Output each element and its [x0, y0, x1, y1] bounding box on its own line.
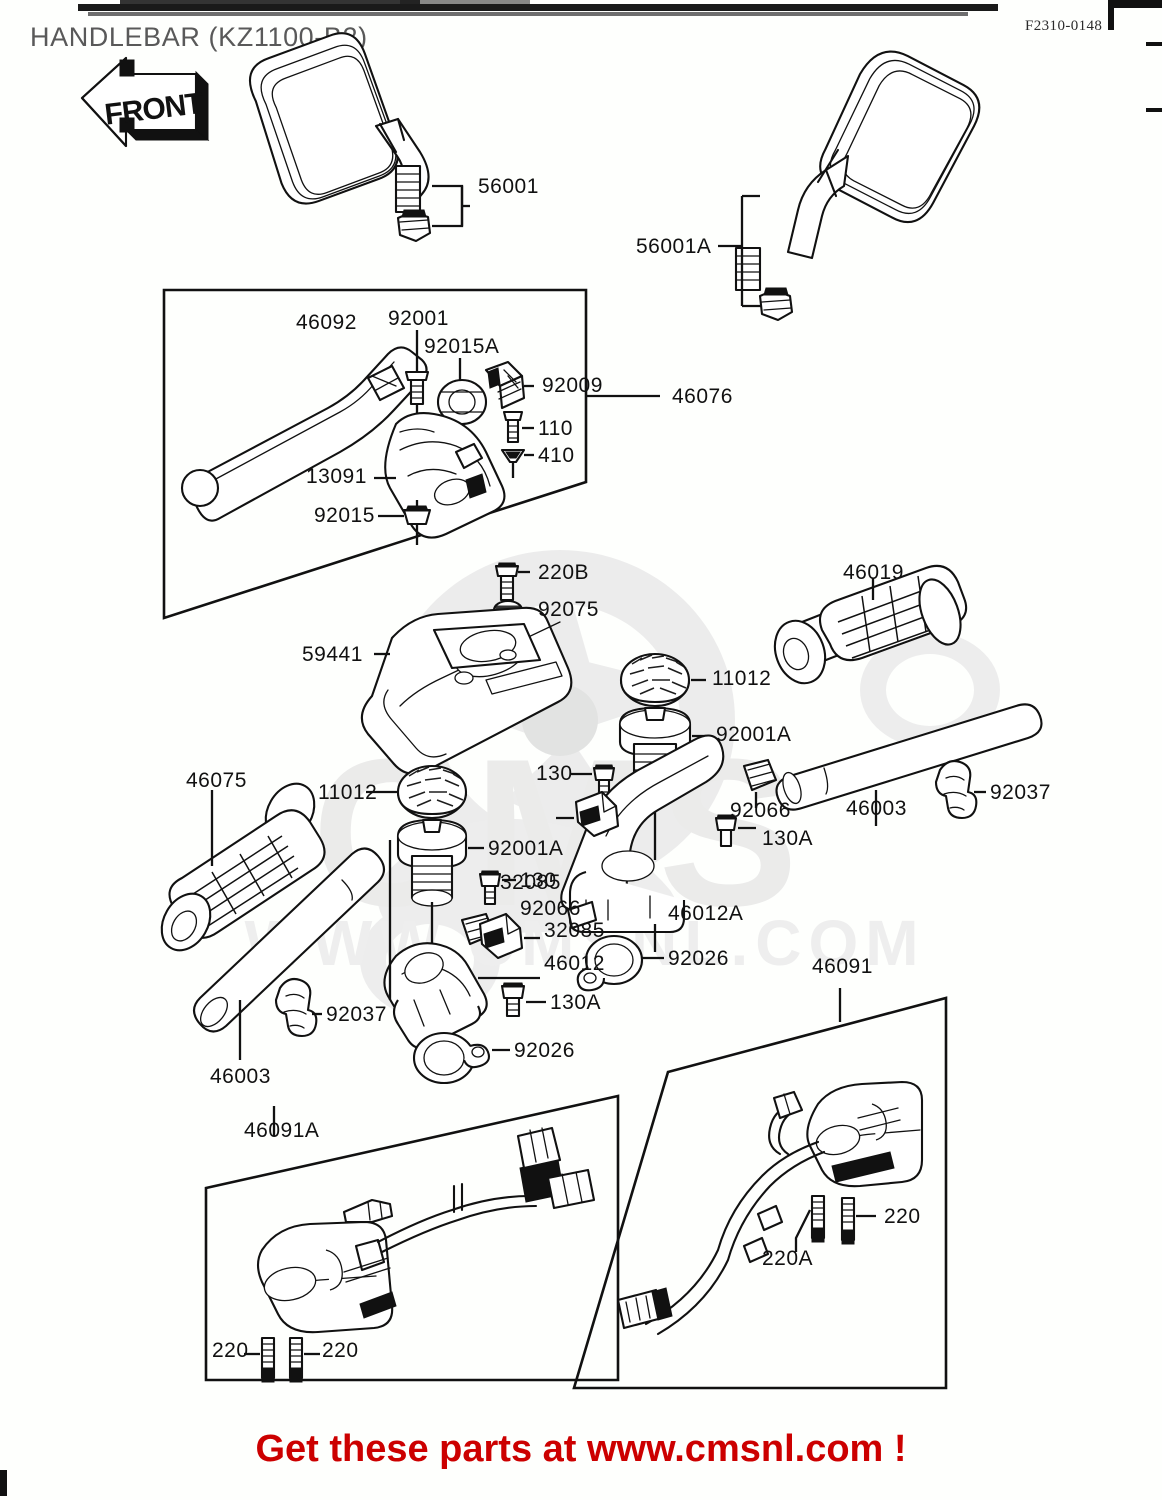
grip-right-part — [773, 564, 968, 685]
callout-130-right: 130 — [536, 762, 573, 785]
mirror-right-part — [718, 50, 981, 322]
callout-130-left: 130 — [520, 869, 557, 892]
mirror-left-part — [248, 32, 470, 243]
screw-220B-part — [494, 562, 530, 602]
callout-56001: 56001 — [478, 175, 539, 198]
lever-holder-13091-part — [374, 412, 506, 539]
handlebar-left-part — [192, 847, 386, 1060]
footer-caption: Get these parts at www.cmsnl.com ! — [255, 1428, 907, 1470]
handlebar-right-part — [775, 703, 1043, 826]
callout-220-left-b: 220 — [322, 1339, 359, 1362]
callout-92001A-right: 92001A — [716, 723, 792, 746]
callout-46091A: 46091A — [244, 1119, 320, 1142]
scan-artifact-bottom-left-tick — [0, 1470, 7, 1496]
bracket-32085-upper-part — [556, 790, 620, 838]
callout-92015: 92015 — [314, 504, 375, 527]
ring-92026-lower-part — [412, 1031, 510, 1085]
callout-46076: 46076 — [672, 385, 733, 408]
clamp-92037-right-part — [934, 759, 986, 820]
scan-artifact-corner-edge — [1108, 0, 1114, 30]
switch-right-part — [616, 1080, 924, 1336]
scan-artifact-rule — [78, 4, 998, 11]
bracket-32085-lower-part — [478, 912, 540, 960]
callout-13091: 13091 — [306, 465, 367, 488]
front-arrow-badge: FRONT — [80, 56, 210, 148]
bolt-110-part — [502, 410, 534, 444]
callout-220B: 220B — [538, 561, 590, 584]
callout-130A-left: 130A — [550, 991, 602, 1014]
screw-130A-right-part — [714, 814, 756, 848]
fitting-92009-part — [484, 360, 534, 410]
switch-right-box — [572, 988, 948, 1390]
callout-92037-right: 92037 — [990, 781, 1051, 804]
clutch-assembly-box — [162, 288, 660, 620]
callout-46012A: 46012A — [668, 902, 744, 925]
washer-410-part — [500, 448, 534, 478]
callout-46003-left: 46003 — [210, 1065, 271, 1088]
callout-92066-right: 92066 — [730, 799, 791, 822]
scan-artifact-corner-top-right — [1108, 0, 1162, 8]
callout-92009: 92009 — [542, 374, 603, 397]
scan-artifact-right-tick-a — [1146, 42, 1162, 46]
switch-left-box — [204, 1094, 620, 1382]
callout-220-left-a: 220 — [212, 1339, 249, 1362]
cap-11012-right-part — [619, 652, 706, 718]
ring-92026-upper-part — [576, 934, 664, 992]
nut-92015-part — [378, 500, 432, 545]
clutch-lever-part — [180, 346, 428, 522]
callout-32085-upper: 32085 — [500, 871, 561, 894]
callout-92001A-left: 92001A — [488, 837, 564, 860]
callout-59441: 59441 — [302, 643, 363, 666]
callout-92026-upper: 92026 — [668, 947, 729, 970]
callout-92075: 92075 — [538, 598, 599, 621]
callout-92037-left: 92037 — [326, 1003, 387, 1026]
bolt-92001A-left-part — [396, 818, 484, 968]
callout-46003-right: 46003 — [846, 797, 907, 820]
callout-46092: 46092 — [296, 311, 357, 334]
screw-130-left-part — [478, 870, 516, 906]
callout-46075: 46075 — [186, 769, 247, 792]
callout-92001: 92001 — [388, 307, 449, 330]
callout-220A-right: 220A — [762, 1247, 814, 1270]
callout-46019: 46019 — [843, 561, 904, 584]
scan-artifact-top-a — [120, 0, 420, 5]
plug-92066-right-part — [742, 758, 778, 808]
callout-110: 110 — [538, 417, 573, 440]
callout-56001A: 56001A — [636, 235, 712, 258]
callout-410: 410 — [538, 444, 575, 467]
callout-92015A: 92015A — [424, 335, 500, 358]
meter-cover-59441-part — [360, 606, 573, 775]
callout-46012: 46012 — [544, 952, 605, 975]
nut-92015A-part — [436, 358, 488, 426]
cap-11012-left-part — [366, 764, 468, 830]
callout-11012-right: 11012 — [712, 667, 772, 690]
scan-artifact-right-tick-b — [1146, 108, 1162, 112]
callout-130A-right: 130A — [762, 827, 814, 850]
switch-left-part — [244, 1126, 596, 1383]
grip-left-part — [160, 782, 326, 952]
callout-220-right: 220 — [884, 1205, 921, 1228]
scan-artifact-top-b — [400, 0, 530, 4]
holder-46012A-part — [560, 734, 725, 952]
scan-artifact-rule-shadow — [88, 12, 968, 16]
callout-11012-left: 11012 — [318, 781, 378, 804]
callout-92066-left: 92066 — [520, 897, 581, 920]
clamp-92037-left-part — [274, 977, 322, 1038]
figure-code: F2310-0148 — [1025, 18, 1103, 34]
callout-32085-lower: 32085 — [544, 919, 605, 942]
screw-130A-left-part — [500, 982, 546, 1018]
callout-92026-lower: 92026 — [514, 1039, 575, 1062]
callout-46091: 46091 — [812, 955, 873, 978]
holder-46012-part — [383, 840, 540, 1050]
